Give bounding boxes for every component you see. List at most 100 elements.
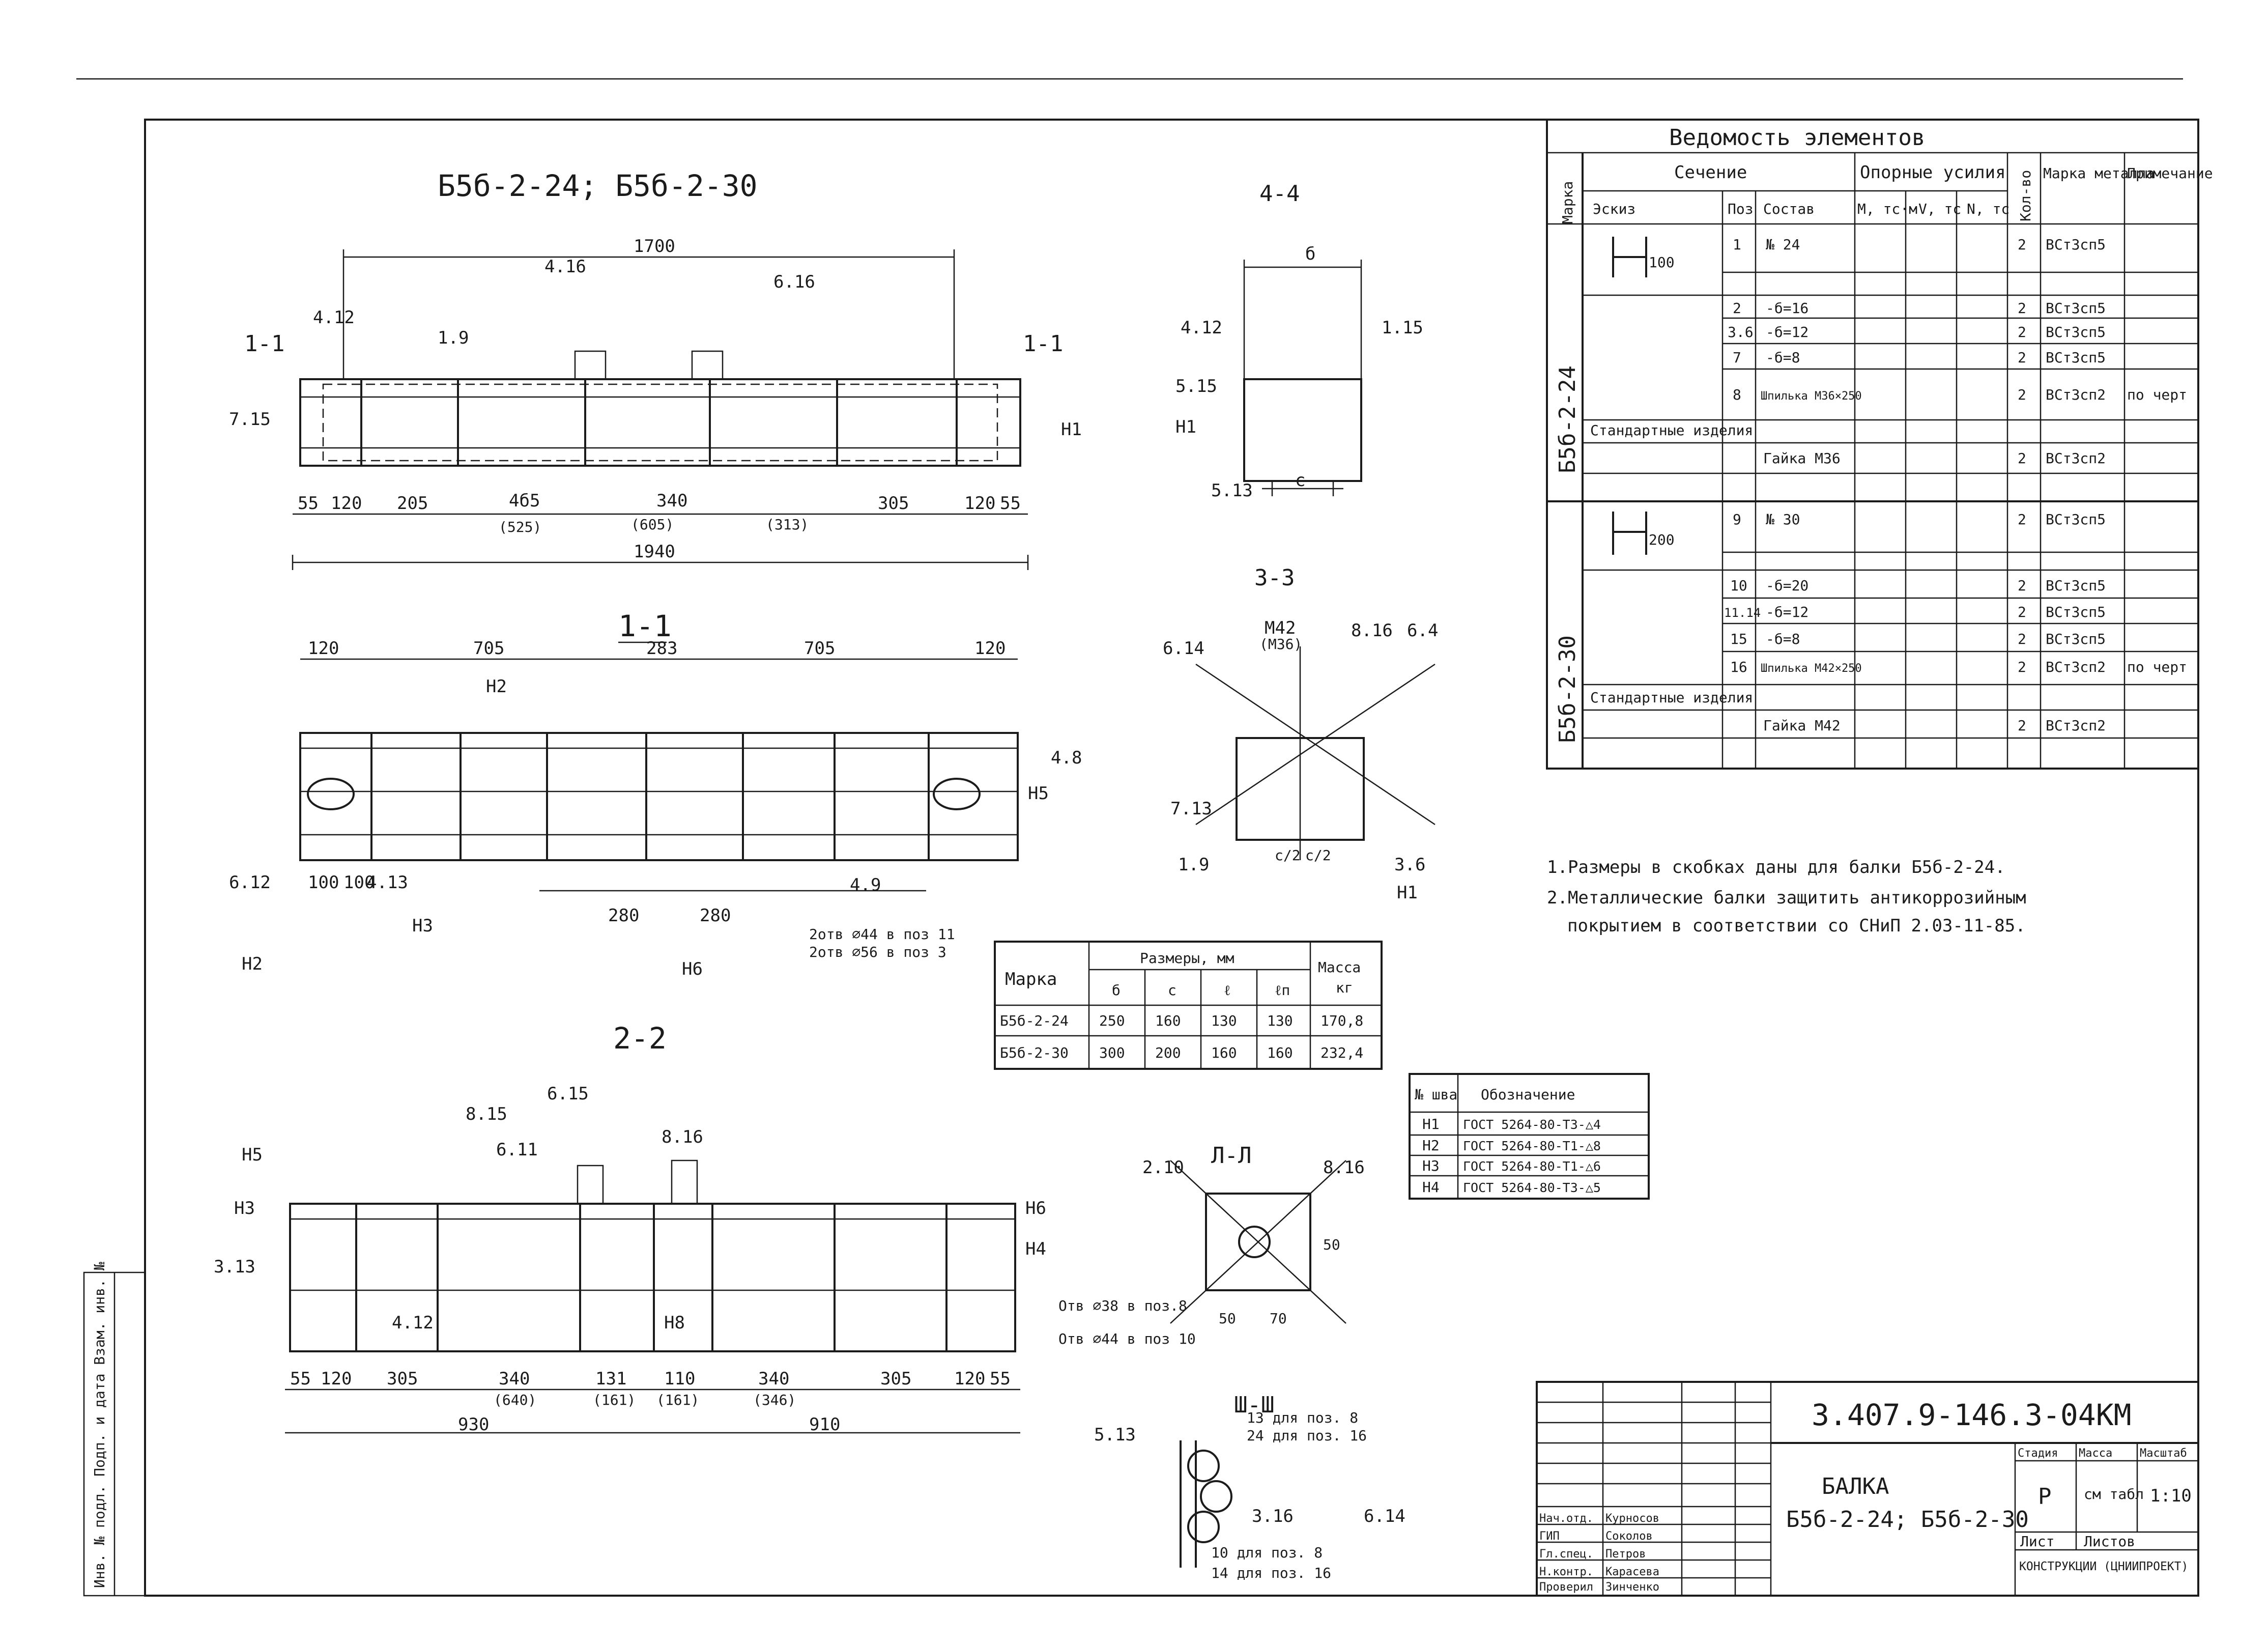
svg-text:6.12: 6.12 xyxy=(229,872,271,893)
svg-text:2: 2 xyxy=(2018,450,2026,467)
section-mark-1-left: 1-1 xyxy=(244,331,284,357)
svg-text:по черт: по черт xyxy=(2127,386,2187,403)
notes: 1.Размеры в скобках даны для балки Б5б-2… xyxy=(1547,857,2026,936)
svg-text:Карасева: Карасева xyxy=(1605,1566,1659,1578)
svg-text:50: 50 xyxy=(1323,1236,1340,1253)
svg-text:ВСт3сп5: ВСт3сп5 xyxy=(2046,300,2106,317)
svg-text:305: 305 xyxy=(880,1369,911,1389)
spec-group2-row-5: 16 Шпилька М42×250 2 ВСт3сп2 по черт xyxy=(1730,659,2187,675)
svg-text:ВСт3сп5: ВСт3сп5 xyxy=(2046,324,2106,341)
svg-text:Н4: Н4 xyxy=(1025,1239,1046,1259)
svg-text:Нач.отд.: Нач.отд. xyxy=(1539,1512,1593,1525)
svg-text:7.13: 7.13 xyxy=(1170,799,1212,819)
svg-text:2: 2 xyxy=(1733,300,1741,317)
spec-group1-sketch: 100 xyxy=(1612,237,1675,277)
svg-text:5.15: 5.15 xyxy=(1175,376,1217,396)
svg-text:№ шва: № шва xyxy=(1415,1086,1457,1103)
svg-text:160: 160 xyxy=(1267,1044,1293,1061)
svg-text:с: с xyxy=(1168,982,1176,999)
svg-text:4.16: 4.16 xyxy=(544,257,586,277)
svg-text:Стадия: Стадия xyxy=(2018,1447,2058,1460)
section-l-l-title: Л-Л xyxy=(1211,1143,1251,1169)
svg-text:Зинченко: Зинченко xyxy=(1605,1581,1659,1594)
note-2a: 2.Металлические балки защитить антикорро… xyxy=(1547,888,2026,908)
svg-text:280: 280 xyxy=(700,905,731,926)
svg-text:ГОСТ 5264-80-Т3-△4: ГОСТ 5264-80-Т3-△4 xyxy=(1463,1117,1601,1132)
svg-text:ВСт3сп5: ВСт3сп5 xyxy=(2046,511,2106,528)
svg-text:1.9: 1.9 xyxy=(1178,855,1209,875)
weld-row-3: Н3 ГОСТ 5264-80-Т1-△6 xyxy=(1422,1157,1601,1174)
svg-text:910: 910 xyxy=(809,1414,840,1435)
svg-text:4.12: 4.12 xyxy=(392,1313,434,1333)
spec-group1-row-3: 3.6 -б=12 2 ВСт3сп5 xyxy=(1728,324,2106,341)
svg-text:4.8: 4.8 xyxy=(1051,748,1082,768)
svg-text:КОНСТРУКЦИИ (ЦНИИПРОЕКТ): КОНСТРУКЦИИ (ЦНИИПРОЕКТ) xyxy=(2019,1560,2188,1573)
spec-group2-mark: Б5б-2-30 xyxy=(1555,635,1581,743)
svg-text:Марка: Марка xyxy=(1559,181,1576,224)
svg-text:ГОСТ 5264-80-Т3-△5: ГОСТ 5264-80-Т3-△5 xyxy=(1463,1180,1601,1195)
view-2-2-title: 2-2 xyxy=(613,1021,667,1056)
svg-text:(161): (161) xyxy=(656,1392,699,1408)
svg-text:2отв ⌀56 в поз 3: 2отв ⌀56 в поз 3 xyxy=(809,944,946,960)
svg-text:120: 120 xyxy=(954,1369,985,1389)
svg-text:Проверил: Проверил xyxy=(1539,1581,1593,1594)
svg-text:Н6: Н6 xyxy=(1025,1198,1046,1218)
svg-text:2: 2 xyxy=(2018,324,2026,341)
spec-group1-std-row: Гайка М36 2 ВСт3сп2 xyxy=(1763,450,2106,467)
svg-text:120: 120 xyxy=(331,493,362,514)
svg-text:705: 705 xyxy=(473,638,504,659)
svg-text:ВСт3сп5: ВСт3сп5 xyxy=(2046,349,2106,366)
svg-text:7: 7 xyxy=(1733,349,1741,366)
svg-text:-б=20: -б=20 xyxy=(1766,577,1808,594)
svg-text:232,4: 232,4 xyxy=(1320,1044,1363,1061)
svg-text:8.15: 8.15 xyxy=(466,1104,507,1124)
svg-text:10 для поз. 8: 10 для поз. 8 xyxy=(1211,1544,1323,1561)
svg-text:8.16: 8.16 xyxy=(1351,620,1393,641)
svg-text:6.14: 6.14 xyxy=(1163,638,1204,659)
svg-text:ВСт3сп5: ВСт3сп5 xyxy=(2046,631,2106,647)
title-block: 3.407.9-146.3-04КМ БАЛКА Б5б-2-24; Б5б-2… xyxy=(1536,1381,2199,1597)
svg-text:по черт: по черт xyxy=(2127,659,2187,675)
svg-text:130: 130 xyxy=(1267,1012,1293,1029)
view-2-2-bottom: 2-2 55 120 305 340 131 110 340 305 120 5… xyxy=(214,1021,1046,1435)
svg-text:6.4: 6.4 xyxy=(1407,620,1438,641)
drawing-frame xyxy=(144,119,2199,1597)
tb-role-5: Проверил Зинченко xyxy=(1539,1581,1659,1594)
svg-text:N, тс: N, тс xyxy=(1967,201,2009,217)
svg-text:ГОСТ 5264-80-Т1-△6: ГОСТ 5264-80-Т1-△6 xyxy=(1463,1159,1601,1174)
svg-text:2отв ⌀44 в поз 11: 2отв ⌀44 в поз 11 xyxy=(809,926,955,943)
svg-text:930: 930 xyxy=(458,1414,489,1435)
svg-text:№ 24: № 24 xyxy=(1766,236,1800,253)
svg-text:ВСт3сп2: ВСт3сп2 xyxy=(2046,659,2106,675)
svg-text:Н5: Н5 xyxy=(242,1145,263,1165)
svg-text:13 для поз. 8: 13 для поз. 8 xyxy=(1247,1409,1358,1426)
note-1: 1.Размеры в скобках даны для балки Б5б-2… xyxy=(1547,857,2005,877)
svg-text:Н5: Н5 xyxy=(1028,783,1049,804)
svg-text:Курносов: Курносов xyxy=(1605,1512,1659,1525)
svg-text:Размеры, мм: Размеры, мм xyxy=(1140,950,1235,967)
svg-text:1:10: 1:10 xyxy=(2150,1486,2192,1506)
svg-text:Н.контр.: Н.контр. xyxy=(1539,1566,1593,1578)
spec-table-title: Ведомость элементов xyxy=(1669,125,1925,151)
view-1-1: 1-1 120 705 283 705 120 280 280 100 100 … xyxy=(229,609,1082,979)
svg-text:Шпилька М36×250: Шпилька М36×250 xyxy=(1761,390,1862,403)
weld-row-2: Н2 ГОСТ 5264-80-Т1-△8 xyxy=(1422,1137,1601,1154)
weld-row-1: Н1 ГОСТ 5264-80-Т3-△4 xyxy=(1422,1116,1601,1132)
svg-text:3.6: 3.6 xyxy=(1394,855,1425,875)
svg-text:340: 340 xyxy=(499,1369,530,1389)
svg-text:4.12: 4.12 xyxy=(313,307,355,328)
dims-table: Марка Размеры, мм б с ℓ ℓп Масса кг Б5б-… xyxy=(994,941,1383,1070)
svg-text:120: 120 xyxy=(321,1369,352,1389)
svg-text:200: 200 xyxy=(1649,531,1675,548)
svg-text:М42: М42 xyxy=(1265,618,1296,638)
tb-name2: Б5б-2-24; Б5б-2-30 xyxy=(1786,1507,2029,1533)
svg-text:-б=8: -б=8 xyxy=(1766,349,1800,366)
spec-group2-row-2: 10 -б=20 2 ВСт3сп5 xyxy=(1730,577,2106,594)
svg-text:2: 2 xyxy=(2018,349,2026,366)
svg-text:-б=8: -б=8 xyxy=(1766,631,1800,647)
svg-text:-б=12: -б=12 xyxy=(1766,324,1808,341)
svg-text:Б5б-2-30: Б5б-2-30 xyxy=(1000,1044,1069,1061)
spec-table: Ведомость элементов Марка Сечение Опорны… xyxy=(1546,119,2213,770)
spec-group1-std-header: Стандартные изделия xyxy=(1590,422,1753,439)
svg-text:4б5: 4б5 xyxy=(509,491,540,511)
